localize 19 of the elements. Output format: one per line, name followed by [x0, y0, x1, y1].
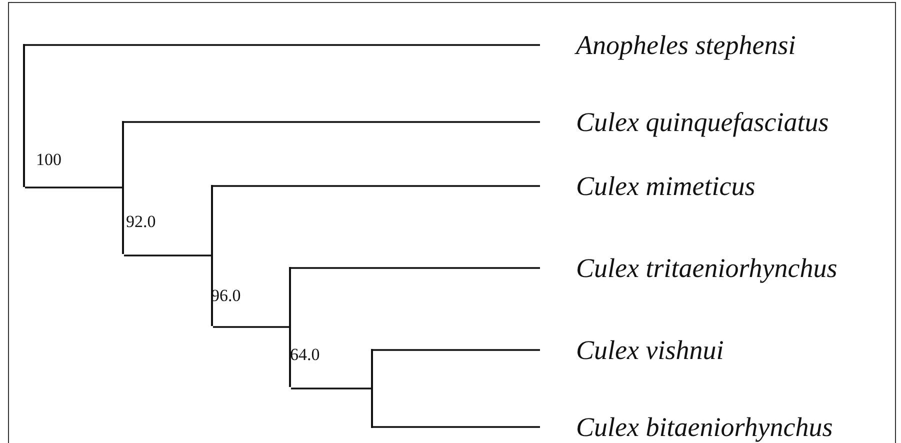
tree-branch: [373, 349, 540, 351]
tree-branch: [213, 326, 289, 328]
bootstrap-value: 92.0: [126, 212, 156, 232]
tree-branch: [124, 254, 211, 256]
bootstrap-value: 64.0: [290, 345, 320, 365]
tree-branch: [25, 44, 540, 46]
bootstrap-value: 100: [36, 150, 62, 170]
taxon-label: Anopheles stephensi: [540, 28, 796, 62]
taxon-label: Culex tritaeniorhynchus: [540, 251, 838, 285]
taxon-label: Culex mimeticus: [540, 169, 756, 203]
tree-branch: [213, 185, 540, 187]
taxon-label: Culex bitaeniorhynchus: [540, 410, 833, 443]
taxon-label: Culex quinquefasciatus: [540, 105, 829, 139]
taxon-label: Culex vishnui: [540, 333, 724, 367]
tree-branch: [373, 426, 540, 428]
tree-branch: [291, 267, 540, 269]
tree-branch: [124, 121, 540, 123]
tree-branch: [291, 388, 371, 390]
tree-branch: [25, 186, 122, 188]
